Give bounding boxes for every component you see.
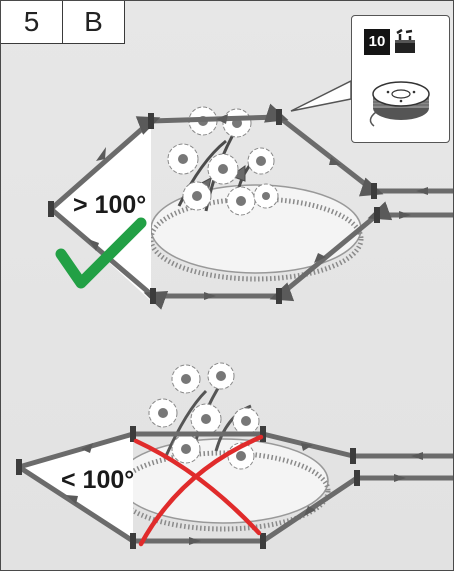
required-item-inset: 10 [351,15,450,143]
step-letter: B [62,1,124,43]
step-indicator: 5 B [1,1,125,44]
step-number: 5 [23,6,40,37]
wire-pegs-top [48,109,380,304]
checkmark-icon [55,217,147,289]
wire-spool-icon [369,81,430,127]
inset-pointer [290,79,352,112]
cross-icon [133,434,264,547]
tool-box-icon [395,28,415,53]
quantity-badge: 10 [364,29,390,55]
wire-arrows-top [88,114,428,300]
wire-arrows-bottom [66,443,423,545]
angle-label-incorrect: < 100° [61,466,135,494]
angle-label-correct: > 100° [73,191,147,219]
angle-highlight-top [51,121,151,301]
wire-pegs-bottom [16,426,360,549]
